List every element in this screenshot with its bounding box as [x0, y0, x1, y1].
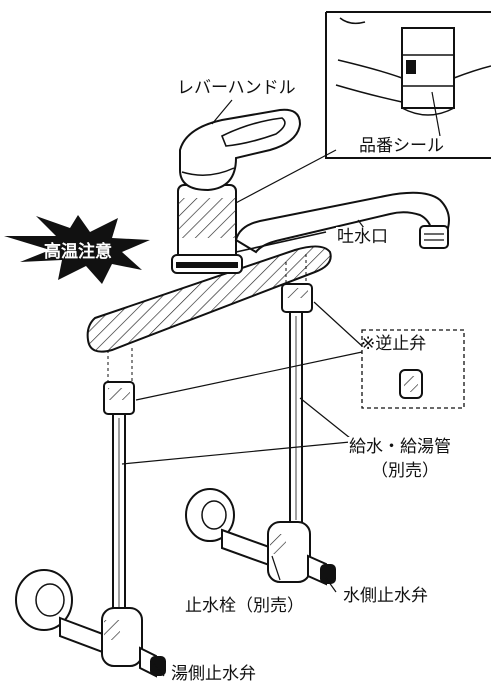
high-temp-burst — [4, 215, 150, 284]
hot-supply-pipe — [103, 381, 135, 615]
lever-handle — [179, 108, 302, 192]
inset-callout-line — [231, 149, 337, 206]
check-valve-box — [361, 329, 465, 409]
supply-pipe-label: 給水・給湯管 — [348, 437, 452, 457]
part-number-seal-label: 品番シール — [358, 136, 445, 156]
seal-mark — [406, 60, 416, 74]
check-valve-label: ※逆止弁 — [361, 334, 427, 354]
lever-handle-label: レバーハンドル — [176, 78, 297, 98]
stop-valve-label: 止水栓（別売） — [184, 596, 305, 616]
cold-stop-valve-label: 水側止水弁 — [342, 586, 429, 606]
faucet-body — [171, 184, 243, 274]
high-temp-warning-label: 高温注意 — [44, 242, 112, 262]
hot-stop-valve-label: 湯側止水弁 — [170, 664, 257, 684]
spout — [234, 191, 450, 254]
spout-label: 吐水口 — [336, 227, 389, 247]
supply-pipe-sublabel: （別売） — [370, 461, 440, 481]
hot-stop-valve — [15, 569, 166, 678]
detail-inset — [325, 11, 491, 159]
deck-plate — [86, 245, 332, 353]
leader-lines — [121, 99, 365, 677]
cold-stop-valve — [185, 488, 336, 586]
